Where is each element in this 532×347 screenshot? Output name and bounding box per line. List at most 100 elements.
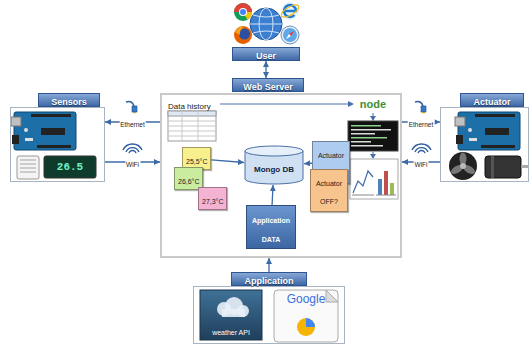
application-panel: Application weather API Google <box>193 272 345 344</box>
group-banner: Sensors <box>38 93 100 107</box>
device-illustration <box>441 108 528 181</box>
edge-label-holder: Ethernet <box>408 113 435 131</box>
firefox-icon <box>234 26 252 44</box>
connection-label: WiFi <box>126 161 139 168</box>
server-illustration <box>378 179 382 195</box>
wifi-icon <box>412 144 431 150</box>
device-illustration <box>31 114 71 117</box>
device-illustration <box>20 163 36 165</box>
wifi-icon <box>126 148 139 152</box>
device-illustration <box>17 156 39 179</box>
device-illustration <box>456 135 463 144</box>
server-illustration <box>182 111 183 141</box>
safari-icon <box>281 26 299 44</box>
device-illustration <box>12 135 19 144</box>
server-illustration <box>376 195 396 196</box>
server-illustration <box>168 121 216 122</box>
device-illustration <box>24 128 28 132</box>
device-illustration <box>222 309 245 317</box>
server-illustration <box>353 171 373 193</box>
database-cylinder: Mongo DB <box>244 145 304 185</box>
server-illustration <box>168 111 216 116</box>
server-panel: Data historyMongo DB25,5°C26,6°C27,3°CAc… <box>160 93 402 258</box>
server-illustration <box>370 154 376 159</box>
server-illustration <box>351 141 371 143</box>
device-illustration <box>20 167 36 169</box>
chrome-icon <box>234 3 252 21</box>
node-title: Mongo DB <box>254 165 294 174</box>
server-illustration <box>384 171 388 195</box>
globe-icon <box>253 15 279 33</box>
device-illustration <box>449 152 477 180</box>
label-holder: weather API <box>200 326 262 338</box>
ethernet-icon <box>126 102 137 115</box>
device-illustration <box>491 156 494 178</box>
node-title: Application <box>245 276 294 286</box>
connector-arrow <box>271 185 273 205</box>
ethernet-icon <box>421 106 426 112</box>
device-illustration <box>20 159 36 161</box>
server-illustration <box>351 129 391 131</box>
device-illustration <box>14 112 76 150</box>
wifi-icon <box>415 148 428 152</box>
browser-icons <box>234 2 301 44</box>
explorer-icon <box>279 2 300 20</box>
device-illustration <box>485 156 521 178</box>
node-title: 26,6°C <box>178 178 199 185</box>
label-holder: node <box>348 97 398 111</box>
ethernet-icon <box>415 102 423 107</box>
globe-icon <box>250 24 282 25</box>
device-illustration <box>485 128 509 135</box>
connection-label: Ethernet <box>120 121 145 128</box>
server-illustration <box>198 111 199 141</box>
image-caption: weather API <box>212 329 250 336</box>
temperature-note: 27,3°C <box>198 187 227 210</box>
chrome-icon <box>234 3 252 21</box>
server-illustration <box>348 101 354 107</box>
server-illustration <box>348 121 398 151</box>
server-illustration <box>351 145 383 147</box>
device-illustration <box>455 117 465 126</box>
safari-icon <box>283 28 297 42</box>
device-illustration <box>460 163 466 169</box>
cylinder-shape <box>245 146 303 156</box>
device-illustration <box>481 145 515 148</box>
connection-label: WiFi <box>415 161 428 168</box>
logo-text: node <box>360 98 386 110</box>
server-illustration <box>168 136 216 137</box>
node-title: User <box>256 51 276 61</box>
node-title: Data history <box>168 102 211 111</box>
device-illustration <box>475 114 515 117</box>
node-title: Sensors <box>51 97 87 107</box>
server-illustration <box>373 152 374 154</box>
server-illustration <box>168 111 216 141</box>
label-holder: 26.5 <box>44 156 96 178</box>
label-holder: Google <box>274 291 338 307</box>
group-banner: Actuator <box>460 93 524 107</box>
server-illustration <box>373 113 374 116</box>
server-illustration <box>350 159 398 199</box>
device-illustration <box>306 318 315 327</box>
group-banner: Application <box>231 272 307 286</box>
actuator-panel: Actuator <box>440 93 529 182</box>
display-reading: 26.5 <box>57 161 83 173</box>
globe-icon <box>250 8 282 40</box>
connector-arrow <box>211 160 244 163</box>
node-title: Actuator <box>473 97 510 107</box>
node-title: 25,5°C <box>186 158 207 165</box>
device-illustration <box>326 290 338 302</box>
ethernet-icon <box>126 102 134 107</box>
device-frame <box>440 107 529 182</box>
connector-arrow <box>268 258 269 272</box>
device-illustration <box>25 138 33 141</box>
chrome-icon <box>239 8 247 16</box>
device-illustration <box>441 108 528 181</box>
node-title: Application DATA <box>252 217 290 243</box>
firefox-icon <box>235 27 244 35</box>
globe-icon <box>250 8 282 40</box>
connection-label: Ethernet <box>409 121 434 128</box>
connector-arrow <box>265 61 266 78</box>
safari-icon <box>281 26 299 44</box>
